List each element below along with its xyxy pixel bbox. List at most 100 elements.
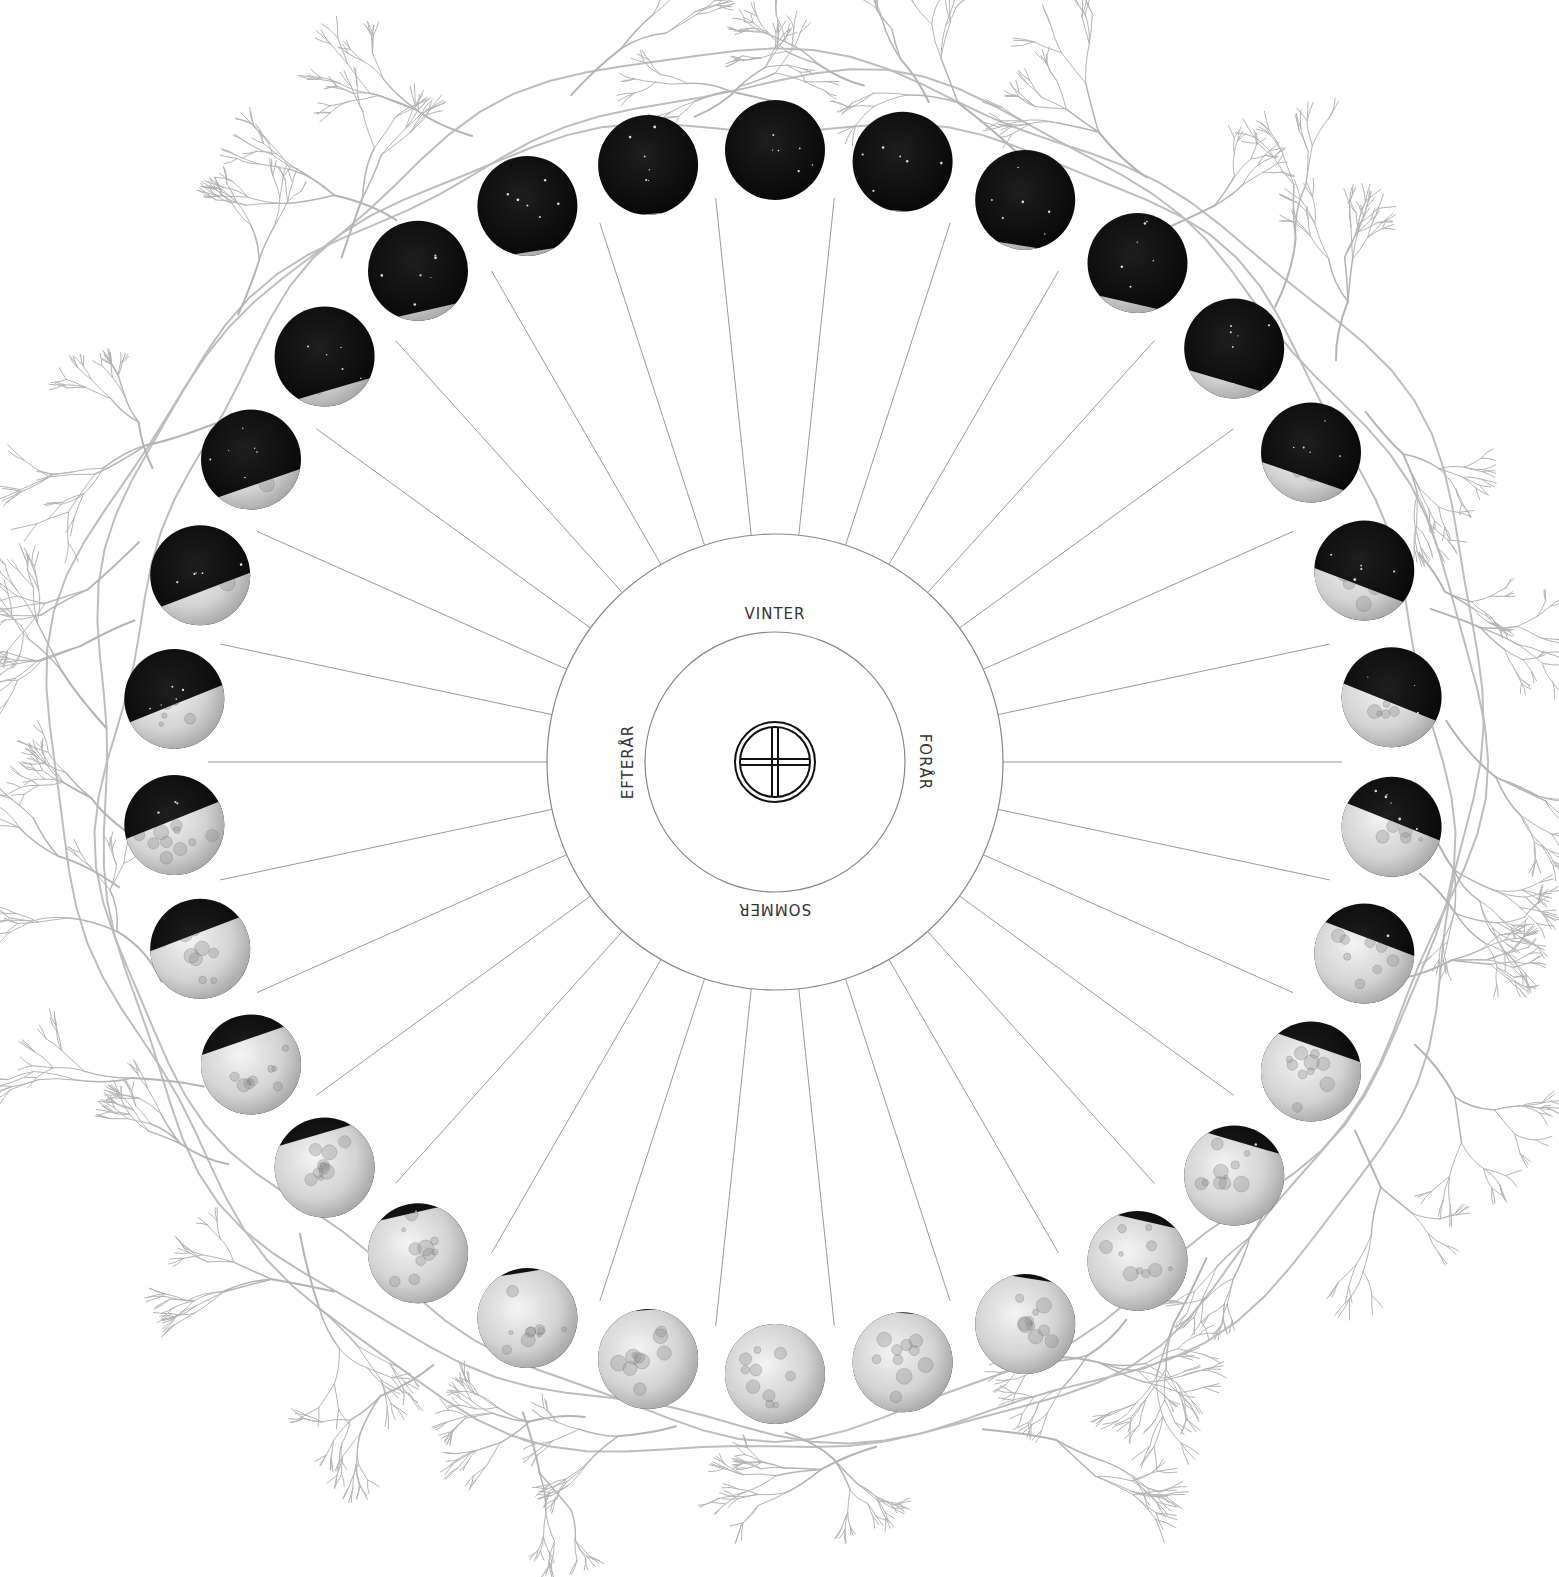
branch bbox=[1439, 507, 1459, 512]
branch bbox=[440, 1399, 449, 1410]
branch bbox=[1358, 212, 1362, 232]
branch bbox=[18, 740, 30, 746]
branch bbox=[1233, 155, 1234, 177]
branch bbox=[858, 1484, 877, 1498]
branch bbox=[17, 596, 45, 603]
branch bbox=[350, 1396, 380, 1420]
branch bbox=[197, 190, 219, 196]
branch bbox=[549, 1562, 552, 1577]
branch bbox=[19, 1042, 35, 1052]
branch bbox=[61, 494, 83, 505]
branch bbox=[1413, 1214, 1429, 1234]
branch bbox=[1353, 232, 1358, 259]
branch bbox=[1515, 954, 1530, 962]
branch bbox=[805, 81, 826, 82]
branch bbox=[1164, 1492, 1188, 1495]
branch bbox=[315, 38, 330, 44]
branch bbox=[538, 1537, 544, 1551]
branch bbox=[0, 1079, 8, 1081]
branch bbox=[57, 1031, 62, 1050]
branch bbox=[219, 196, 248, 197]
branch bbox=[1419, 488, 1428, 508]
branch bbox=[1000, 125, 1012, 127]
branch bbox=[1163, 1354, 1184, 1359]
branch bbox=[0, 907, 16, 913]
branch bbox=[43, 771, 64, 783]
branch bbox=[656, 82, 687, 84]
branch bbox=[1419, 488, 1439, 507]
branch bbox=[570, 1560, 577, 1574]
branch bbox=[220, 155, 237, 158]
branch bbox=[1195, 1267, 1217, 1292]
branch bbox=[1233, 1238, 1249, 1279]
branch bbox=[272, 1279, 335, 1291]
branch bbox=[284, 195, 334, 203]
branch bbox=[794, 12, 797, 29]
branch bbox=[436, 1410, 449, 1413]
branch bbox=[821, 1447, 876, 1470]
branch bbox=[196, 1292, 224, 1306]
branch bbox=[852, 125, 855, 146]
branch bbox=[868, 1503, 874, 1517]
branch bbox=[1003, 134, 1012, 148]
branch-trunk bbox=[95, 124, 1456, 1442]
branch bbox=[1455, 1097, 1462, 1143]
branch bbox=[1154, 1417, 1163, 1447]
branch bbox=[1520, 937, 1538, 946]
branch bbox=[524, 1452, 536, 1463]
branch bbox=[546, 1562, 549, 1576]
branch bbox=[1456, 914, 1484, 943]
branch bbox=[301, 182, 306, 191]
branch bbox=[236, 119, 254, 125]
branch bbox=[719, 1454, 725, 1465]
branch bbox=[885, 1512, 890, 1522]
branch bbox=[1522, 890, 1537, 899]
branch bbox=[59, 368, 66, 380]
branch bbox=[1042, 50, 1047, 63]
branch bbox=[324, 86, 337, 89]
branch bbox=[1177, 1383, 1192, 1401]
branch bbox=[1414, 526, 1417, 548]
branch bbox=[695, 91, 729, 101]
branch bbox=[19, 794, 24, 806]
branch bbox=[567, 1462, 588, 1482]
branch bbox=[725, 1492, 745, 1504]
branch bbox=[1041, 1412, 1047, 1431]
branch bbox=[72, 468, 103, 472]
branch bbox=[742, 1506, 758, 1525]
branch bbox=[187, 1292, 223, 1301]
branch bbox=[358, 1464, 367, 1480]
branch bbox=[1061, 53, 1085, 84]
branch bbox=[1315, 224, 1329, 259]
branch bbox=[908, 95, 958, 103]
branch bbox=[81, 354, 84, 365]
branch bbox=[3, 488, 22, 491]
branch bbox=[436, 1422, 447, 1430]
branch bbox=[1307, 121, 1312, 146]
branch bbox=[766, 47, 776, 67]
branch bbox=[442, 1431, 452, 1438]
branch bbox=[1481, 458, 1495, 460]
branch bbox=[1481, 449, 1493, 458]
branch bbox=[459, 1451, 476, 1460]
branch bbox=[540, 1551, 544, 1561]
branch bbox=[1183, 1369, 1206, 1376]
branch bbox=[1273, 157, 1294, 185]
branch bbox=[800, 71, 810, 72]
branch bbox=[210, 179, 224, 188]
branch bbox=[1177, 1383, 1186, 1405]
branch bbox=[1452, 960, 1491, 964]
branch bbox=[291, 170, 335, 196]
branch bbox=[0, 1085, 12, 1087]
branch bbox=[1448, 911, 1455, 942]
branch bbox=[1419, 553, 1445, 592]
branch bbox=[1483, 465, 1496, 470]
branch bbox=[253, 125, 270, 144]
branch bbox=[715, 0, 729, 1]
branch bbox=[8, 594, 12, 615]
branch bbox=[1082, 16, 1089, 43]
branch bbox=[1348, 259, 1353, 302]
branch bbox=[121, 1086, 122, 1099]
branch bbox=[476, 1407, 498, 1409]
branch bbox=[477, 1465, 487, 1479]
